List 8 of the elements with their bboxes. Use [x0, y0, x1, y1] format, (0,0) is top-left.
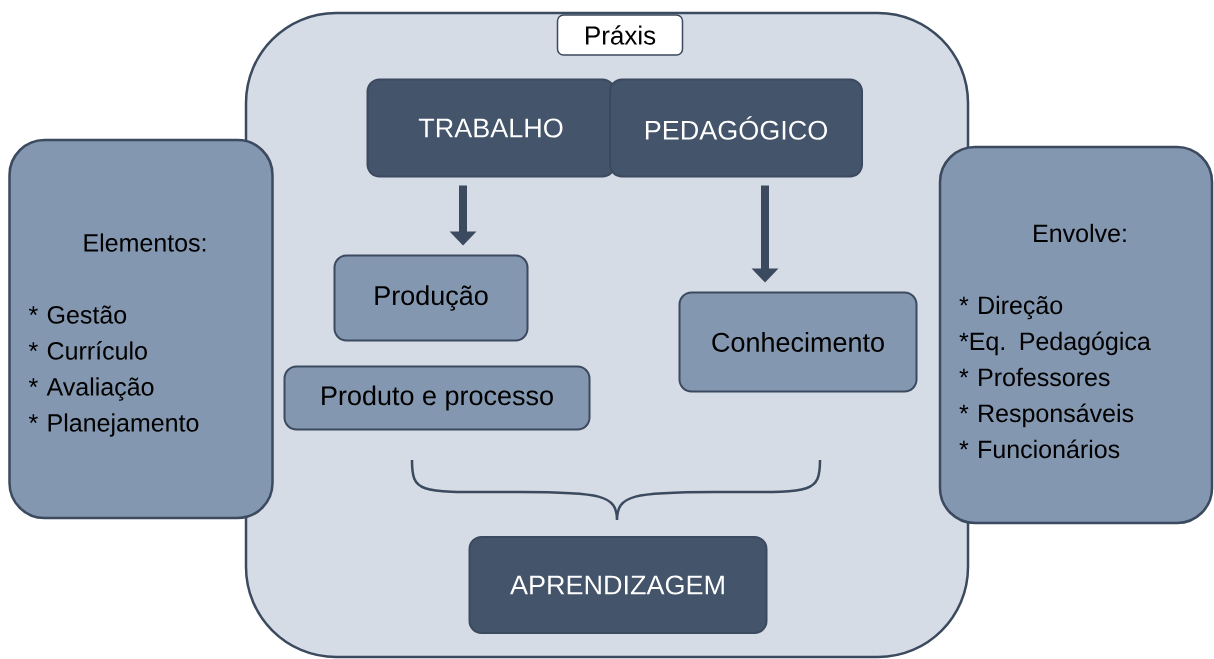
title-box: APRENDIZAGEM	[468, 536, 768, 634]
info-box: Envolve: * Direção *Eq. Pedagógica * Professores * Responsáveis * Funcionários	[938, 145, 1214, 525]
title-box: PEDAGÓGICO	[609, 78, 863, 178]
info-box: Elementos: * Gestão * Currículo * Avaliação * Planejamento	[8, 138, 274, 520]
process-box: Conhecimento	[678, 291, 918, 393]
title-box: TRABALHO	[366, 78, 616, 178]
process-box: Produção	[333, 254, 529, 342]
process-box: Produto e processo	[283, 365, 591, 431]
